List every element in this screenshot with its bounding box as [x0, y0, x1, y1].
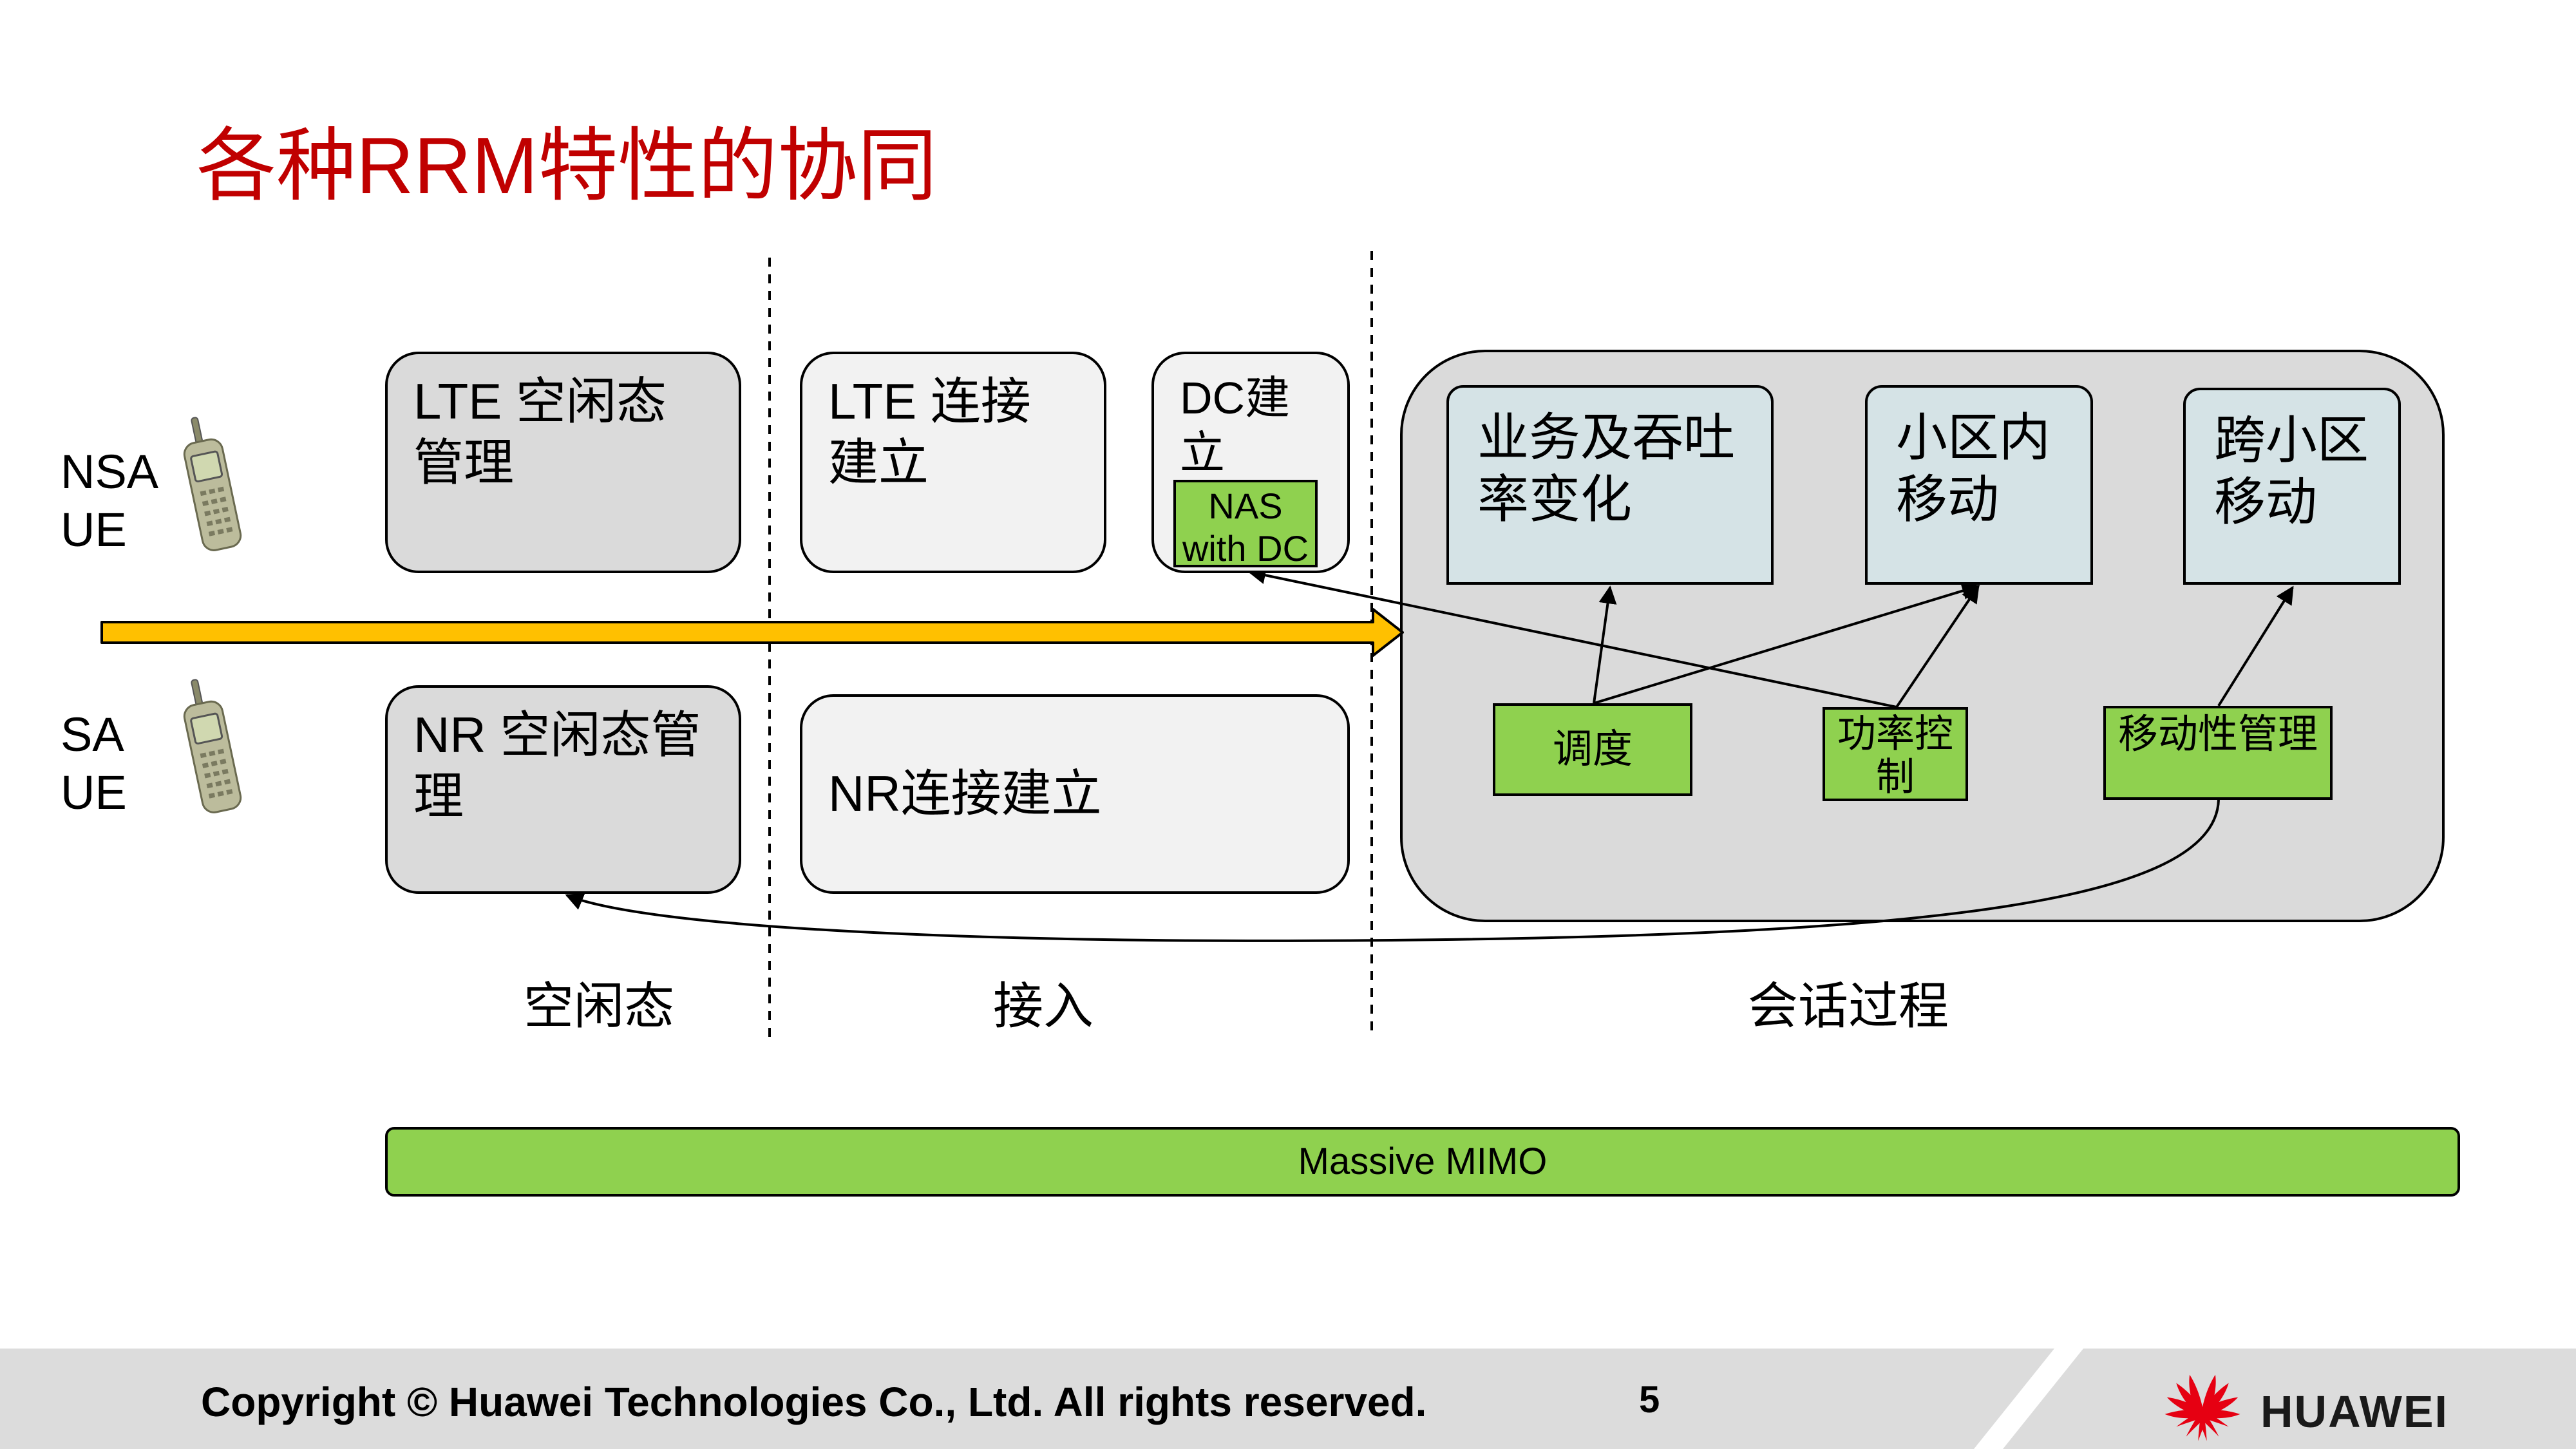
arrow-mobility-to-nr-idle	[565, 799, 2220, 942]
nr-idle-box: NR 空闲态管理	[385, 685, 741, 894]
mobility-management-box: 移动性管理	[2103, 706, 2333, 800]
nsa-ue-line-2: UE	[61, 503, 127, 557]
page-title: 各种RRM特性的协同	[196, 122, 938, 211]
massive-mimo-bar: Massive MIMO	[385, 1127, 2460, 1197]
lte-connect-box: LTE 连接建立	[800, 352, 1106, 573]
phase-idle: 空闲态	[523, 978, 674, 1034]
mobile-phone-icon	[183, 417, 242, 551]
service-throughput-label: 业务及吞吐率变化	[1477, 409, 1735, 528]
footer-stripe	[1974, 1349, 2083, 1449]
lte-idle-box: LTE 空闲态管理	[385, 352, 741, 573]
service-throughput-box: 业务及吞吐率变化	[1446, 385, 1774, 585]
nr-idle-label: NR 空闲态管理	[413, 706, 701, 825]
nas-with-dc-box: NAS with DC	[1173, 480, 1318, 569]
inter-cell-mobility-box: 跨小区移动	[2183, 388, 2401, 585]
intra-cell-mobility-label: 小区内移动	[1896, 409, 2050, 528]
copyright-text: Copyright © Huawei Technologies Co., Ltd…	[201, 1379, 1427, 1425]
page-number: 5	[1639, 1379, 1660, 1421]
inter-cell-mobility-label: 跨小区移动	[2214, 412, 2369, 531]
power-control-line-2: 制	[1876, 755, 1915, 799]
mobile-phone-icon	[183, 679, 242, 813]
dc-setup-label: DC建立	[1180, 373, 1291, 478]
lte-idle-label: LTE 空闲态管理	[413, 373, 667, 491]
nr-connect-box: NR连接建立	[800, 694, 1350, 894]
arrow-scheduling-to-intra-cell	[1593, 582, 1980, 705]
timeline-arrow	[100, 608, 1404, 657]
huawei-brand-text: HUAWEI	[2260, 1387, 2448, 1437]
intra-cell-mobility-box: 小区内移动	[1865, 385, 2093, 585]
arrow-mobility-to-inter-cell	[2217, 585, 2294, 707]
mobility-management-label: 移动性管理	[2117, 712, 2318, 757]
huawei-logo-icon	[2164, 1374, 2240, 1441]
nr-connect-label: NR连接建立	[828, 765, 1102, 822]
nsa-ue-line-1: NSA	[61, 445, 159, 498]
nas-label-line-2: with DC	[1182, 528, 1309, 569]
scheduling-box: 调度	[1493, 703, 1692, 796]
lte-connect-label: LTE 连接建立	[828, 373, 1031, 491]
nsa-ue-label: NSA UE	[61, 443, 158, 560]
power-control-box: 功率控 制	[1823, 707, 1968, 801]
phase-session: 会话过程	[1747, 978, 1949, 1034]
sa-ue-line-1: SA	[61, 708, 124, 761]
sa-ue-label: SA UE	[61, 706, 127, 822]
footer	[0, 1349, 2576, 1449]
massive-mimo-label: Massive MIMO	[1298, 1141, 1548, 1182]
sa-ue-line-2: UE	[61, 766, 127, 820]
arrow-power-to-intra-cell	[1895, 584, 1980, 708]
nas-label-line-1: NAS	[1208, 486, 1283, 526]
phase-access: 接入	[992, 978, 1094, 1034]
scheduling-label: 调度	[1552, 727, 1633, 772]
power-control-line-1: 功率控	[1837, 712, 1953, 755]
arrow-power-to-nas	[1247, 566, 1897, 708]
